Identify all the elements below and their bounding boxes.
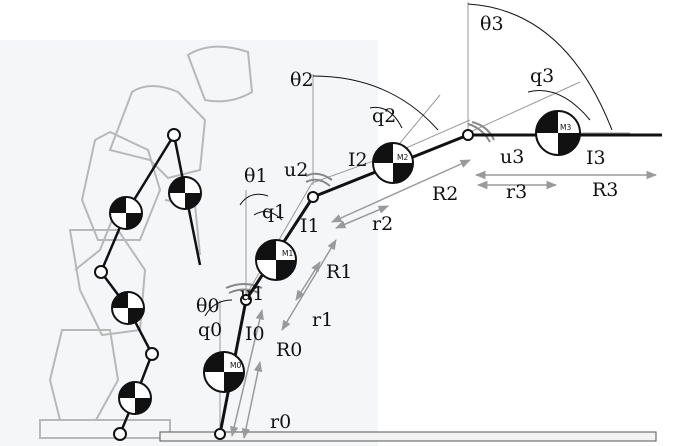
label-q2: q2 xyxy=(372,105,396,127)
center-of-mass-markers xyxy=(109,110,581,415)
label-i0: I0 xyxy=(245,323,265,345)
label-u2: u2 xyxy=(284,159,308,181)
label-m2: M2 xyxy=(397,153,408,162)
label-small-r0: r0 xyxy=(270,411,291,433)
label-theta1: θ1 xyxy=(244,165,268,187)
ground-plate xyxy=(159,431,657,442)
angle-arcs xyxy=(204,3,613,317)
label-q0: q0 xyxy=(198,319,222,341)
label-m3: M3 xyxy=(560,123,571,132)
com-marker-icon xyxy=(118,381,152,415)
label-q1: q1 xyxy=(262,201,286,223)
label-theta2: θ2 xyxy=(290,69,314,91)
label-q3: q3 xyxy=(530,65,554,87)
label-u3: u3 xyxy=(500,146,524,168)
label-u1: u1 xyxy=(240,283,264,305)
actuator-arc-icons xyxy=(225,121,495,294)
com-marker-m2-icon xyxy=(372,142,414,184)
com-marker-icon xyxy=(168,176,202,210)
label-big-r2: R2 xyxy=(432,183,458,205)
dimension-arrows xyxy=(230,159,658,440)
label-theta0: θ0 xyxy=(196,295,220,317)
label-i1: I1 xyxy=(300,215,320,237)
joint-circle-icons xyxy=(94,128,474,441)
label-big-r3: R3 xyxy=(592,179,618,201)
label-theta3: θ3 xyxy=(480,13,504,35)
label-m0: M0 xyxy=(230,361,241,370)
com-marker-m1-icon xyxy=(255,239,297,281)
label-i2: I2 xyxy=(348,149,368,171)
label-big-r1: R1 xyxy=(326,261,352,283)
photo-background xyxy=(0,40,378,446)
com-marker-m3-icon xyxy=(535,110,581,156)
label-m1: M1 xyxy=(282,249,293,258)
label-small-r3: r3 xyxy=(506,181,527,203)
com-marker-m0-icon xyxy=(203,351,245,393)
label-small-r1: r1 xyxy=(312,309,333,331)
com-marker-icon xyxy=(111,291,145,325)
label-big-r0: R0 xyxy=(276,339,302,361)
label-i3: I3 xyxy=(586,147,606,169)
label-small-r2: r2 xyxy=(372,213,393,235)
com-marker-icon xyxy=(109,196,143,230)
